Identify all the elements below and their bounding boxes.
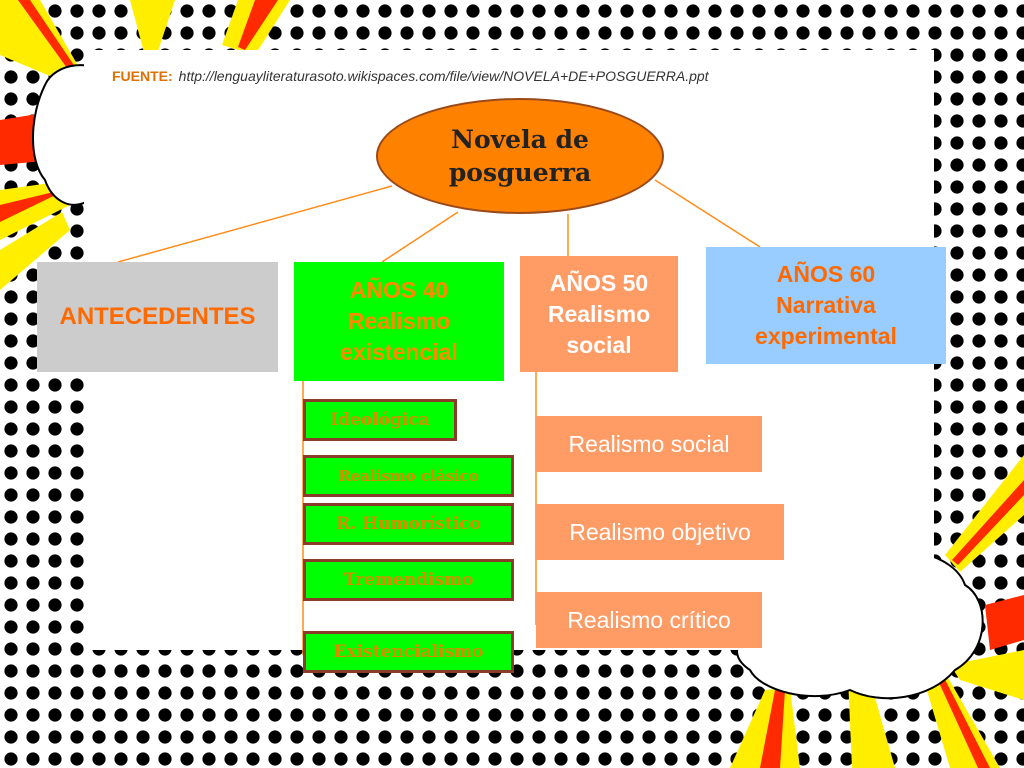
anos50-item: Realismo social: [536, 416, 762, 472]
connector-root-anos60: [654, 179, 761, 248]
anos40-item: R. Humorístico: [303, 503, 514, 545]
branch-antecedentes: ANTECEDENTES: [37, 262, 278, 372]
anos50-item: Realismo crítico: [536, 592, 762, 648]
connector-root-anos40: [381, 211, 459, 263]
anos40-item: Ideológica: [303, 399, 457, 441]
root-label: Novela de posguerra: [448, 125, 592, 187]
source-url: http://lenguayliteraturasoto.wikispaces.…: [178, 68, 709, 84]
comic-burst-top-left: [0, 0, 290, 290]
anos40-item: Tremendismo: [303, 559, 514, 601]
connector-root-antecedentes: [117, 185, 393, 263]
anos40-item: Realismo clásico: [303, 455, 514, 497]
anos40-item: Existencialismo: [303, 631, 514, 673]
anos50-item: Realismo objetivo: [536, 504, 784, 560]
root-node: Novela de posguerra: [376, 98, 664, 214]
branch-anos60: AÑOS 60 Narrativa experimental: [706, 247, 946, 364]
branch-anos40: AÑOS 40 Realismo existencial: [294, 262, 504, 381]
source-label: FUENTE:: [112, 68, 173, 84]
branch-anos50: AÑOS 50 Realismo social: [520, 256, 678, 372]
source-note: FUENTE: http://lenguayliteraturasoto.wiki…: [112, 68, 709, 84]
